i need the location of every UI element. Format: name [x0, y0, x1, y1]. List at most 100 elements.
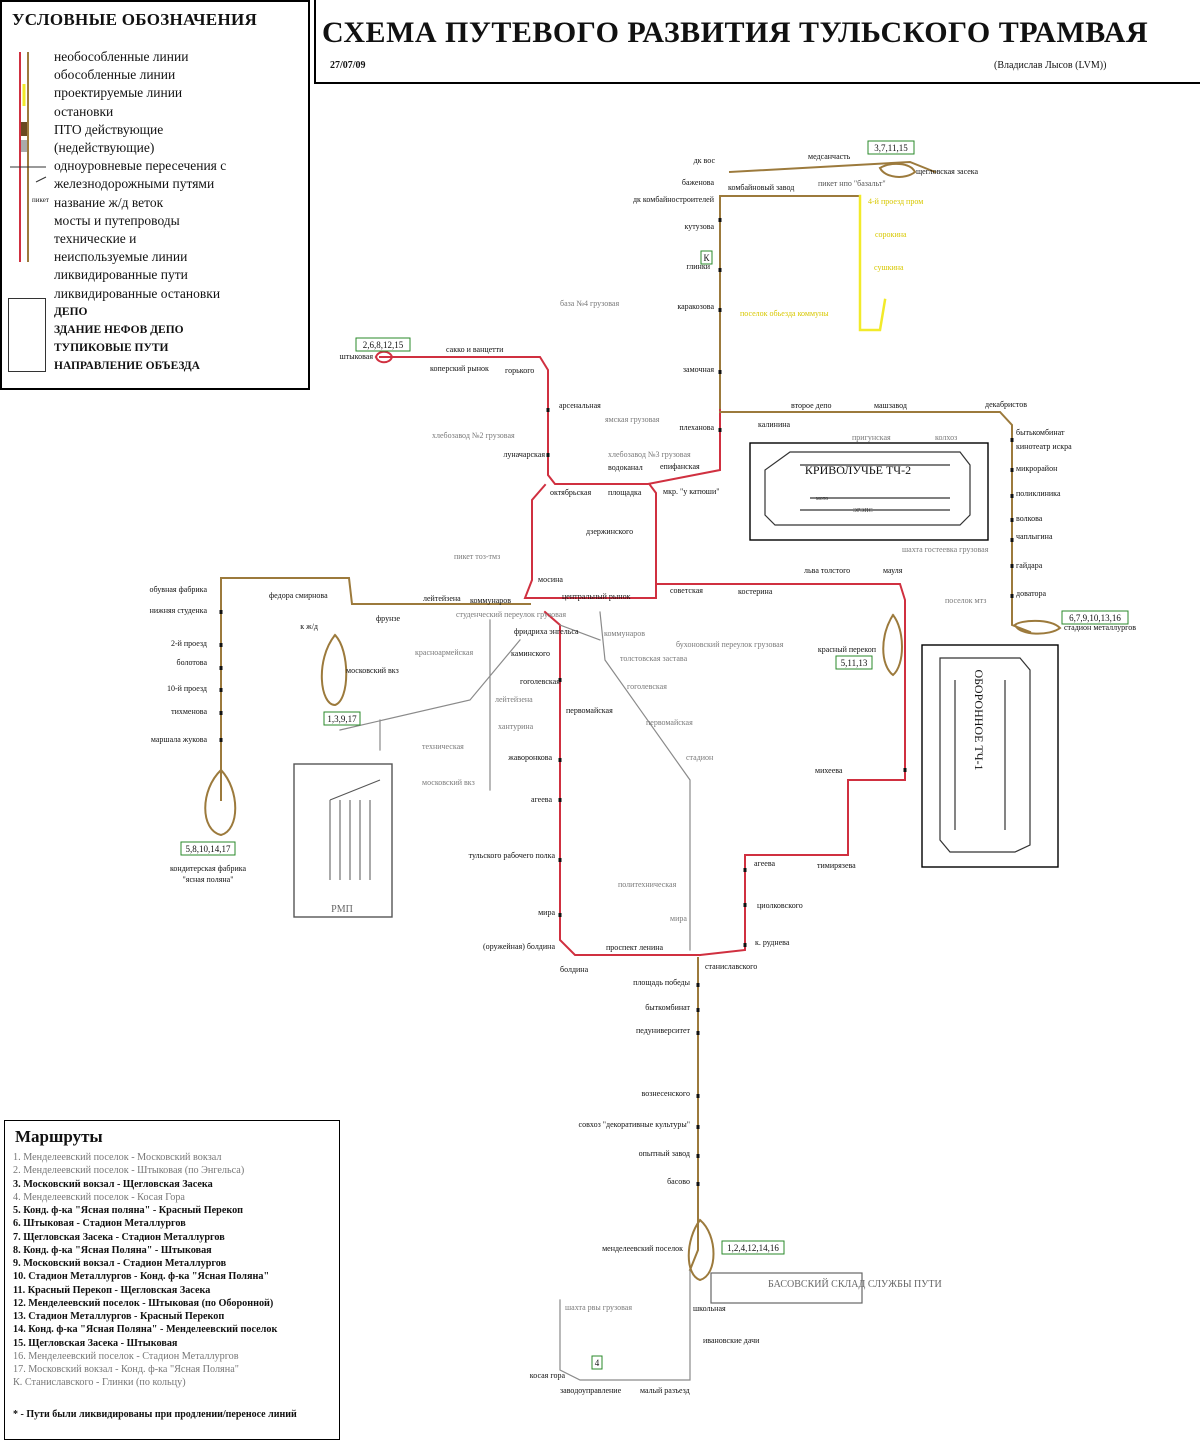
route-item: 17. Московский вокзал - Конд. ф-ка "Ясна…	[13, 1364, 239, 1375]
header: СХЕМА ПУТЕВОГО РАЗВИТИЯ ТУЛЬСКОГО ТРАМВА…	[314, 0, 1200, 84]
depot-tch2-box	[749, 442, 989, 541]
depot-tch1-label: ОБОРОННОЕ ТЧ-1	[972, 669, 986, 770]
depot-rmp-label: РМП	[331, 904, 353, 915]
route-box-label: 4	[595, 1358, 600, 1368]
freight-label: база №4 грузовая	[560, 299, 619, 308]
stop-label: декабристов	[985, 400, 1027, 409]
line-central-loop	[523, 483, 657, 599]
stop-marker	[1010, 438, 1014, 442]
stop-label: агеева	[531, 795, 553, 804]
legend-item: одноуровневые пересечения с	[54, 158, 227, 174]
route-item: 12. Менделеевский поселок - Штыковая (по…	[13, 1297, 274, 1309]
stop-label: костерина	[738, 587, 773, 596]
route-box-label: 1,3,9,17	[327, 714, 357, 724]
stop-label: тимирязева	[817, 861, 856, 870]
stop-label: косая гора	[530, 1371, 566, 1380]
stop-label: стадион металлургов	[1064, 623, 1136, 632]
freight-label: бухоновский переулок грузовая	[676, 640, 784, 649]
stop-label: горького	[505, 366, 534, 375]
depot-basov-box	[710, 1272, 863, 1304]
loop-stadion	[1013, 619, 1062, 635]
stop-marker	[558, 678, 562, 682]
piket-label: пикет нпо "базальт"	[818, 179, 886, 188]
stop-marker	[1010, 594, 1014, 598]
stop-label: машзавод	[874, 401, 907, 410]
freight-label: техническая	[422, 742, 464, 751]
stop-label: чаплыгина	[1016, 532, 1053, 541]
stop-label: второе депо	[791, 401, 832, 410]
stop-label: быткомбинат	[645, 1003, 690, 1012]
stop-label: опытный завод	[639, 1149, 690, 1158]
stop-label: проспект ленина	[606, 943, 664, 952]
freight-label: студенческий переулок грузовая	[456, 610, 566, 619]
stop-label: красный перекоп	[818, 645, 877, 654]
route-item: 2. Менделеевский поселок - Штыковая (по …	[13, 1165, 245, 1177]
stop-marker	[219, 666, 223, 670]
freight-label: пригунская	[852, 433, 891, 442]
route-item: 1. Менделеевский поселок - Московский во…	[13, 1152, 222, 1163]
legend-branch-sample: пикет	[32, 196, 49, 204]
route-box	[721, 1240, 785, 1255]
stops-layer	[219, 218, 1014, 1186]
line-grey-kosaya	[559, 1269, 691, 1381]
stop-marker	[718, 268, 722, 272]
legend-item: ПТО действующие	[54, 121, 164, 137]
stop-marker	[743, 868, 747, 872]
stop-label: бытькомбинат	[1016, 428, 1065, 437]
stop-label: малый разъезд	[640, 1386, 690, 1395]
stop-marker	[1010, 518, 1014, 522]
line-grey-rmp	[339, 639, 521, 731]
stop-label: к ж/д	[300, 622, 318, 631]
freight-label: шахта рвы грузовая	[565, 1303, 632, 1312]
freight-label: колхоз	[935, 433, 957, 442]
depot-basov-label: БАСОВСКИЙ СКЛАД СЛУЖБЫ ПУТИ	[768, 1278, 942, 1290]
projected-stop-label: поселок обьезда коммуны	[740, 309, 829, 318]
stop-label: плеханова	[679, 423, 714, 432]
freight-label: политехническая	[618, 880, 677, 889]
stop-label: 10-й проезд	[167, 684, 207, 693]
stop-marker	[1010, 538, 1014, 542]
stop-label: циолковского	[757, 901, 803, 910]
routes-list: 1. Менделеевский поселок - Московский во…	[13, 1151, 277, 1390]
page-title: СХЕМА ПУТЕВОГО РАЗВИТИЯ ТУЛЬСКОГО ТРАМВА…	[322, 16, 1149, 49]
stop-marker	[558, 798, 562, 802]
route-item: 7. Щегловская Засека - Стадион Металлург…	[13, 1231, 225, 1243]
stop-marker	[718, 428, 722, 432]
legend-item: технические и	[54, 231, 137, 247]
stop-label: микрорайон	[1016, 464, 1058, 473]
route-box-label: 2,6,8,12,15	[363, 340, 404, 350]
freight-label: лейтейзена	[495, 695, 533, 704]
depot-tch2-tracks	[764, 451, 971, 526]
routes-title: Маршруты	[15, 1127, 103, 1146]
freight-label: хлебозавод №3 грузовая	[608, 450, 691, 459]
stop-label: московский вкз	[346, 666, 399, 675]
stop-label: баженова	[682, 178, 715, 187]
stop-label: центральный рынок	[562, 592, 631, 601]
route-item: К. Станиславского - Глинки (по кольцу)	[13, 1377, 186, 1389]
legend-item: ЗДАНИЕ НЕФОВ ДЕПО	[54, 324, 184, 337]
stop-label: льва толстого	[804, 566, 850, 575]
routes-footnote: * - Пути были ликвидированы при продлени…	[13, 1409, 297, 1420]
stop-label: болотова	[177, 658, 208, 667]
stop-label: площадка	[608, 488, 642, 497]
stop-marker	[1010, 564, 1014, 568]
stop-label: станиславского	[705, 962, 757, 971]
stop-label: доватора	[1016, 589, 1046, 598]
loop-mendel	[687, 1218, 715, 1282]
routes-panel: Маршруты 1. Менделеевский поселок - Моск…	[4, 1120, 340, 1440]
freight-label: коммунаров	[604, 629, 645, 638]
stop-label: каминского	[511, 649, 550, 658]
stop-label: гоголевская	[520, 677, 560, 686]
stop-marker	[546, 453, 550, 457]
erps-label: ЭРЭПС	[853, 508, 873, 514]
stop-label: арсенальная	[559, 401, 601, 410]
legend-item: неиспользуемые линии	[54, 249, 188, 265]
stop-label: мкр. "у катюши"	[663, 487, 720, 496]
stop-label: фридриха энгельса	[514, 627, 579, 636]
stop-label: штыковая	[340, 352, 374, 361]
stop-label: калинина	[758, 420, 791, 429]
stop-marker	[219, 643, 223, 647]
legend-item: проектируемые линии	[54, 85, 183, 101]
stop-label: обувная фабрика	[150, 585, 208, 594]
